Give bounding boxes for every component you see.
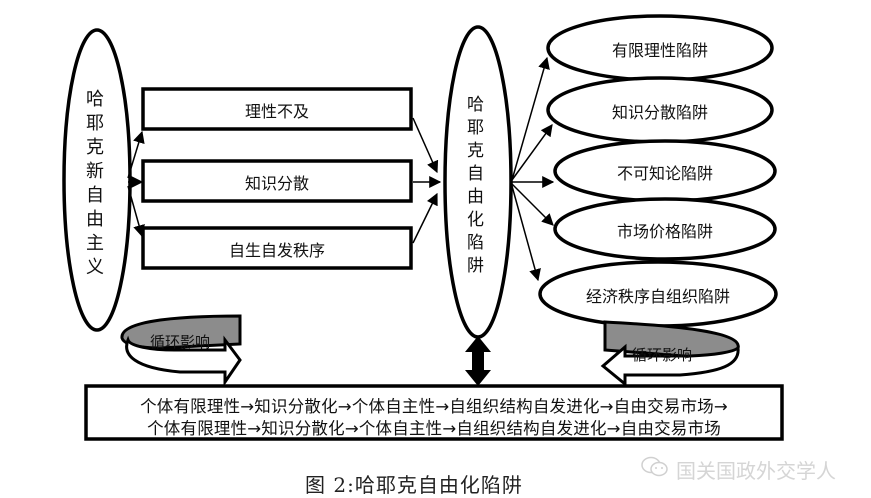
arrow-center-to-trap1	[511, 56, 550, 181]
source-char: 哈	[86, 89, 104, 110]
central-char: 阱	[467, 256, 484, 276]
arrow-center-to-trap2	[511, 124, 553, 181]
central-char: 克	[467, 141, 484, 161]
box-knowledge-dispersion	[141, 159, 413, 203]
central-char: 耶	[467, 118, 484, 138]
arrow-center-to-trap4	[511, 183, 554, 226]
central-char: 陷	[467, 233, 484, 253]
central-char: 化	[467, 210, 484, 230]
central-char: 由	[467, 187, 484, 207]
source-node-label: 哈 耶 克 新 自 由 主 义	[86, 88, 104, 280]
source-char: 耶	[86, 113, 104, 134]
trap-label-2: 知识分散陷阱	[611, 103, 708, 122]
central-char: 哈	[467, 95, 484, 115]
source-char: 义	[86, 257, 104, 278]
trap-label-4: 市场价格陷阱	[616, 222, 713, 241]
box-label-spontaneous-order: 自生自发秩序	[228, 241, 325, 260]
arrow-center-to-trap5	[511, 185, 541, 282]
box-label-rational-limit: 理性不及	[244, 102, 309, 121]
loop-arrow-left	[120, 314, 242, 387]
arrow-source-to-box1	[127, 130, 145, 179]
source-char: 主	[86, 233, 104, 254]
source-node-ellipse	[62, 28, 132, 332]
watermark: 国关国政外交学人	[640, 455, 836, 484]
source-char: 自	[86, 185, 104, 206]
box-spontaneous-order	[141, 226, 413, 270]
chain-box	[84, 384, 784, 441]
trap-label-1: 有限理性陷阱	[611, 41, 708, 60]
central-char: 自	[467, 164, 484, 184]
wechat-icon	[640, 455, 670, 484]
figure-caption: 图 2:哈耶克自由化陷阱	[305, 473, 523, 497]
box-label-knowledge-dispersion: 知识分散	[244, 174, 309, 193]
source-char: 克	[86, 137, 104, 158]
chain-line-2: 个体有限理性→知识分散化→个体自主性→自组织结构自发进化→自由交易市场	[147, 419, 721, 438]
loop-arrow-right	[600, 320, 740, 388]
arrow-box1-to-center	[412, 117, 439, 174]
watermark-text: 国关国政外交学人	[676, 459, 836, 483]
trap-label-5: 经济秩序自组织陷阱	[585, 287, 730, 306]
source-char: 由	[86, 209, 104, 230]
source-char: 新	[86, 161, 104, 182]
loop-label-right: 循环影响	[632, 346, 693, 364]
central-node-label: 哈 耶 克 自 由 化 陷 阱	[467, 94, 484, 278]
trap-ellipse-4	[553, 197, 777, 261]
trap-label-3: 不可知论陷阱	[616, 164, 713, 183]
double-arrow	[465, 336, 491, 386]
box-rational-limit	[141, 87, 413, 131]
loop-label-left: 循环影响	[150, 333, 211, 351]
chain-line-1: 个体有限理性→知识分散化→个体自主性→自组织结构自发进化→自由交易市场→	[140, 397, 728, 416]
arrow-box3-to-center	[412, 192, 438, 244]
arrow-source-to-box3	[127, 185, 145, 238]
